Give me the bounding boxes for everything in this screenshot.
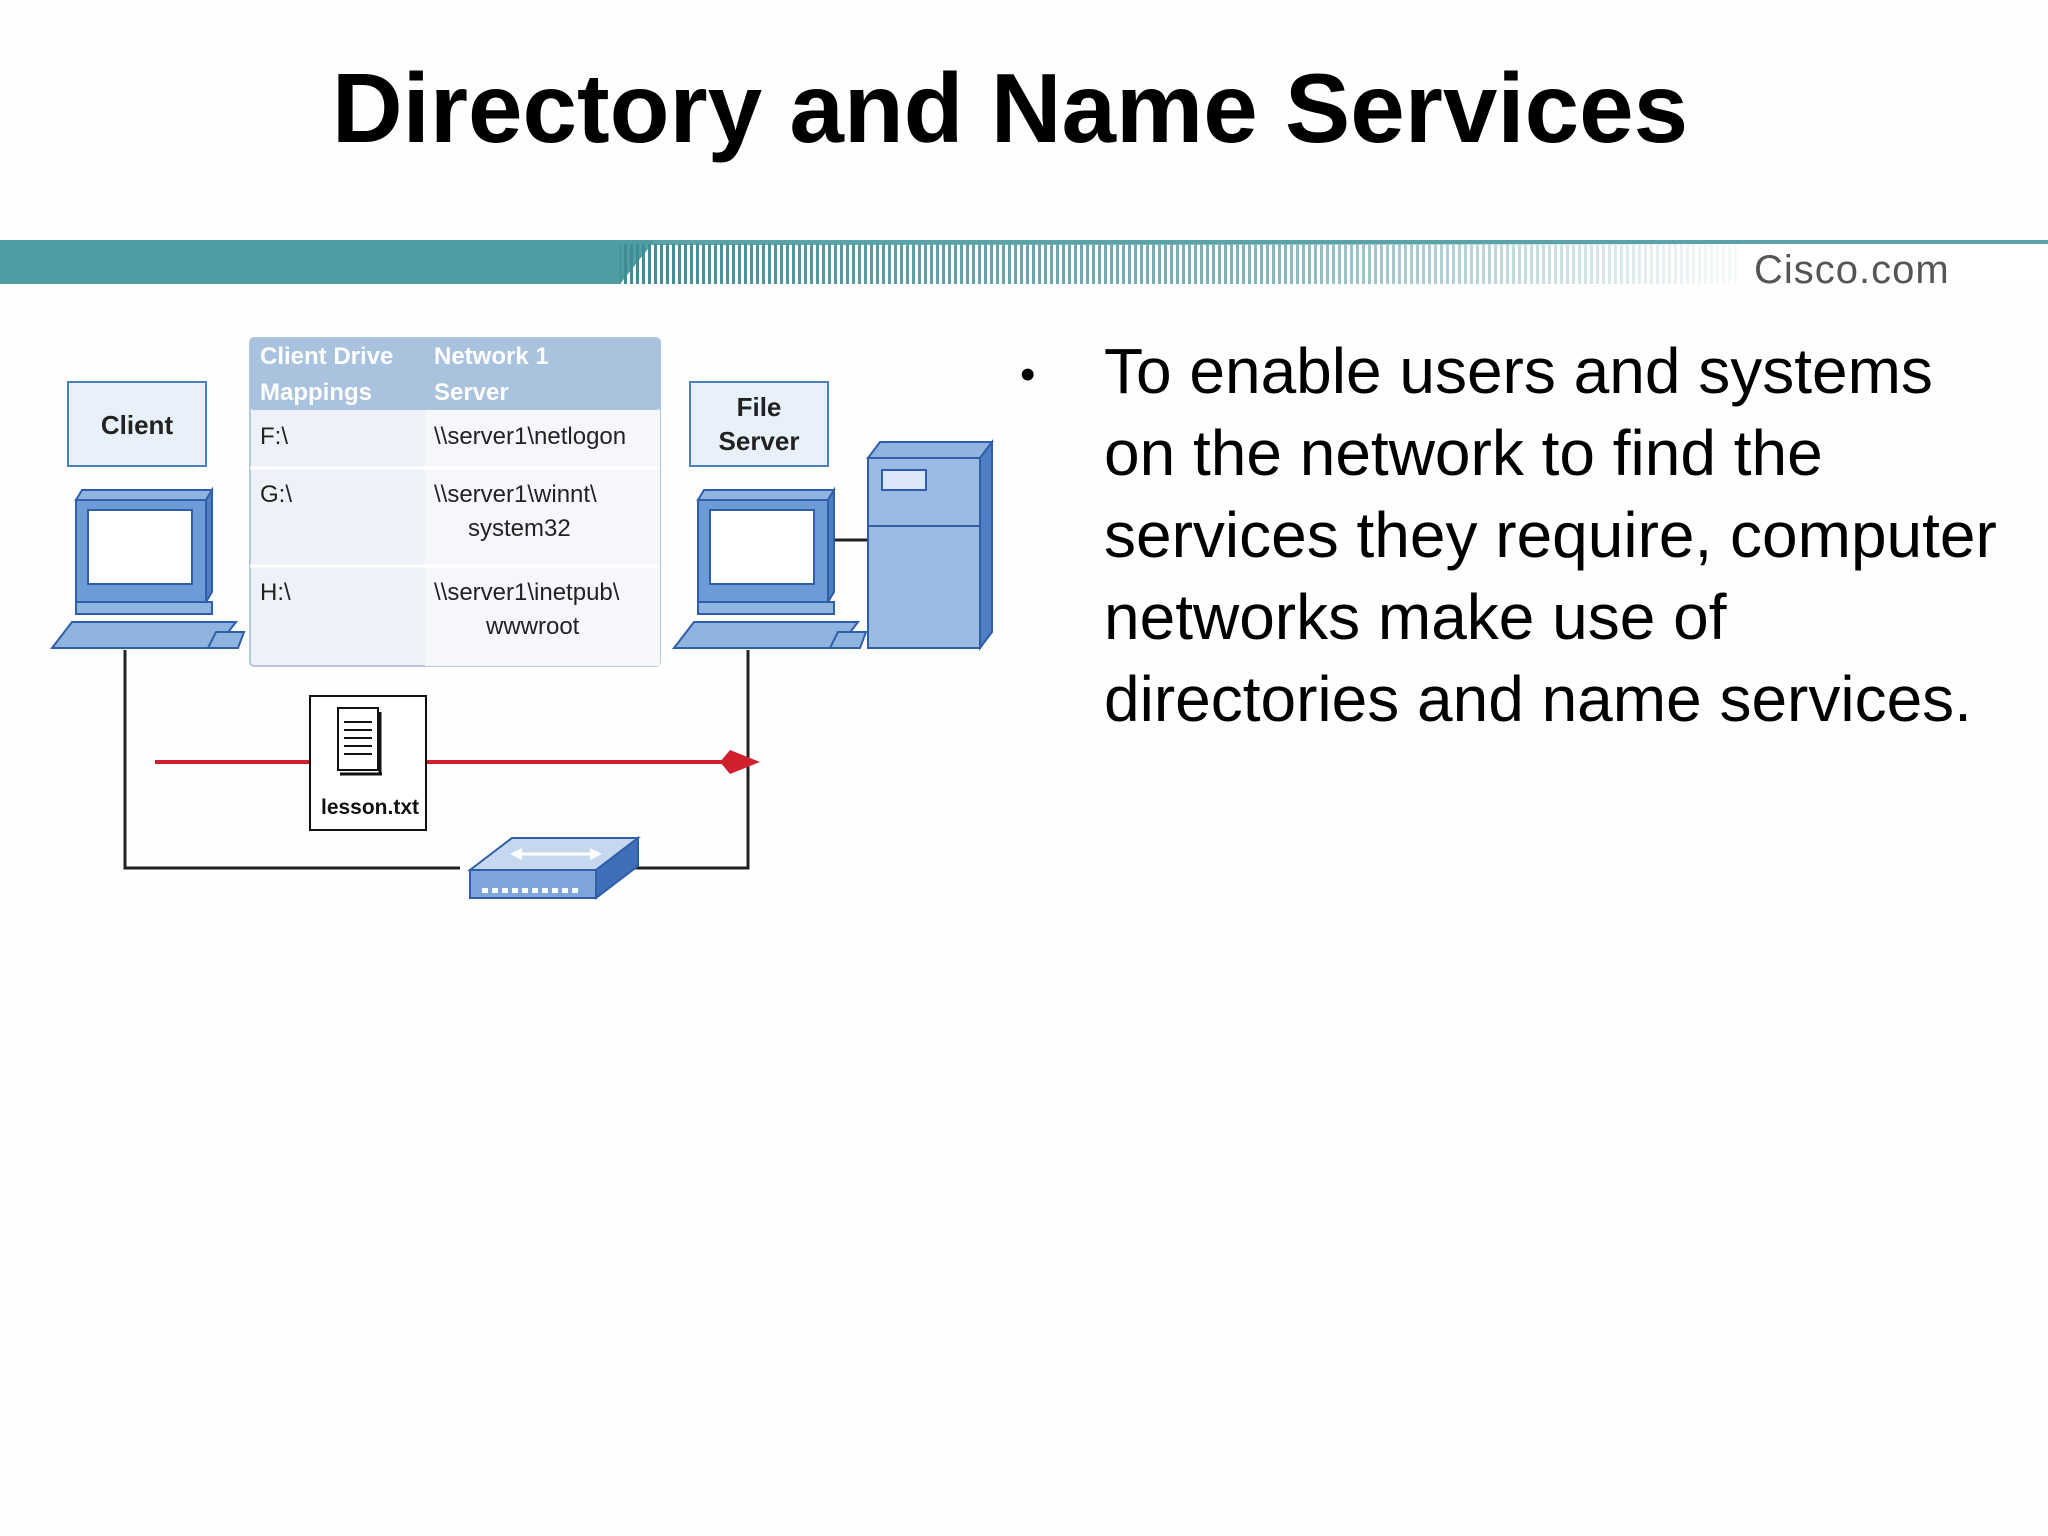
bullet-marker: •	[1020, 350, 1036, 399]
client-label: Client	[101, 410, 174, 440]
network-diagram: Client Drive Mappings Network 1 Server F…	[40, 330, 1000, 920]
bullet-item-text: To enable users and systems on the netwo…	[1104, 335, 1997, 735]
client-computer-icon	[49, 486, 246, 649]
drive-mapping-table: Client Drive Mappings Network 1 Server F…	[249, 337, 661, 667]
document-icon: lesson.txt	[309, 695, 427, 831]
row-f-path: \\server1\netlogon	[434, 423, 626, 450]
client-label-box	[67, 381, 207, 467]
client-network-link	[123, 650, 460, 870]
table-header-mappings-2: Mappings	[260, 379, 372, 406]
row-f-drive: F:\	[260, 423, 288, 450]
server-network-link	[630, 650, 750, 870]
file-server-label-2: Server	[719, 426, 800, 456]
slide-title: Directory and Name Services	[331, 53, 1689, 163]
header-banner	[0, 240, 2048, 284]
row-h-path-1: \\server1\inetpub\	[434, 579, 620, 606]
row-h-drive: H:\	[260, 579, 291, 606]
network-switch-icon	[467, 835, 641, 901]
file-label: lesson.txt	[321, 796, 419, 819]
row-g-path-2: system32	[468, 515, 571, 542]
cisco-brand-logo: Cisco.com	[1754, 248, 1950, 292]
file-server-computer-icon	[671, 486, 868, 649]
file-transfer-arrow	[155, 750, 760, 774]
file-server-label-1: File	[737, 392, 782, 422]
table-header-server-2: Server	[434, 379, 509, 406]
file-server-label-box	[689, 381, 829, 467]
row-h-path-2: wwwroot	[485, 613, 580, 640]
table-header-server-1: Network 1	[434, 343, 549, 370]
row-g-path-1: \\server1\winnt\	[434, 481, 597, 508]
table-header-mappings-1: Client Drive	[260, 343, 393, 370]
server-tower-icon	[866, 439, 994, 651]
row-g-drive: G:\	[260, 481, 292, 508]
